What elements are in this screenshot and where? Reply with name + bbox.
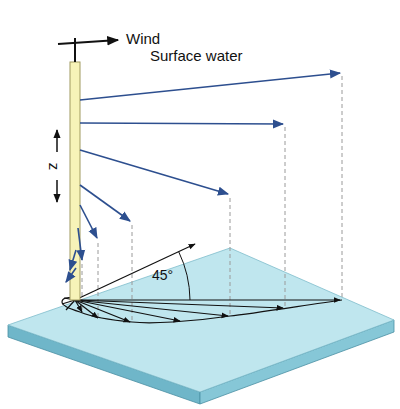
drop-lines: [82, 76, 342, 322]
wind-arrow: [58, 38, 118, 62]
depth-label: z: [47, 163, 62, 171]
angle-label: 45°: [152, 268, 173, 282]
surface-water-label: Surface water: [150, 48, 243, 63]
slab-top: [8, 248, 394, 392]
projected-currents: [62, 244, 342, 323]
depth-pole: [70, 62, 80, 300]
current-arrows: [66, 73, 340, 282]
wind-label: Wind: [126, 31, 160, 46]
